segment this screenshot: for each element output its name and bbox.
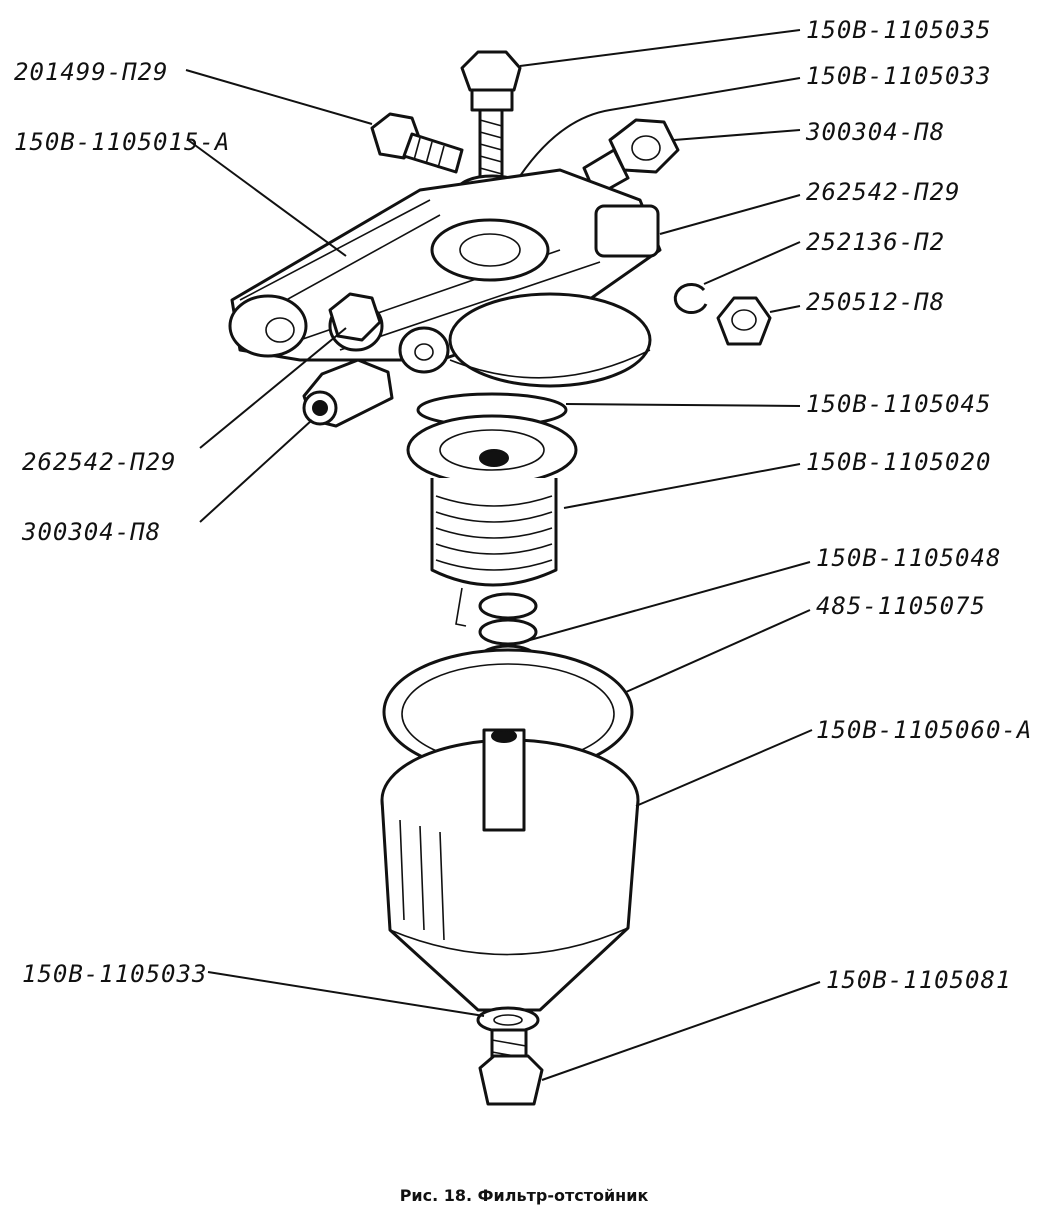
parts-illustration xyxy=(228,50,772,1106)
left-bolt-drawing xyxy=(370,112,464,174)
leader-lines xyxy=(185,29,821,1081)
filter-element-drawing xyxy=(406,414,578,627)
right-fitting-drawing xyxy=(582,118,680,198)
drain-plug-drawing xyxy=(478,1028,544,1106)
label-spring: 150В-1105048 xyxy=(816,544,1001,572)
label-drain-plug: 150В-1105081 xyxy=(826,966,1011,994)
label-plug-left: 262542-П29 xyxy=(22,448,177,476)
label-gasket: 150В-1105045 xyxy=(806,390,991,418)
nut-drawing xyxy=(716,296,772,346)
top-bolt-drawing xyxy=(460,50,522,182)
label-bolt-left: 201499-П29 xyxy=(14,58,169,86)
housing-body-drawing xyxy=(228,168,662,388)
part-labels: 150В-1105035 150В-1105033 300304-П8 2014… xyxy=(14,16,1032,994)
label-fitting-left: 300304-П8 xyxy=(21,518,161,546)
spring-washer-drawing xyxy=(673,283,708,314)
label-washer-top: 150В-1105033 xyxy=(806,62,991,90)
label-plug-right: 262542-П29 xyxy=(806,178,961,206)
label-bowl: 150В-1105060-А xyxy=(816,716,1032,744)
label-fitting-right: 300304-П8 xyxy=(805,118,945,146)
figure-caption: Рис. 18. Фильтр-отстойник xyxy=(399,1186,649,1205)
label-bowl-gasket: 485-1105075 xyxy=(816,592,986,620)
label-filter-element: 150В-1105020 xyxy=(806,448,991,476)
left-plug-fitting-drawing xyxy=(302,292,394,428)
label-nut: 250512-П8 xyxy=(806,288,945,316)
label-washer-bottom: 150В-1105033 xyxy=(22,960,207,988)
label-spring-washer: 252136-П2 xyxy=(806,228,945,256)
bowl-drawing xyxy=(380,728,640,1012)
label-bolt-top: 150В-1105035 xyxy=(806,16,991,44)
bottom-washer-drawing xyxy=(476,1006,540,1034)
label-housing-body: 150В-1105015-А xyxy=(14,128,230,156)
